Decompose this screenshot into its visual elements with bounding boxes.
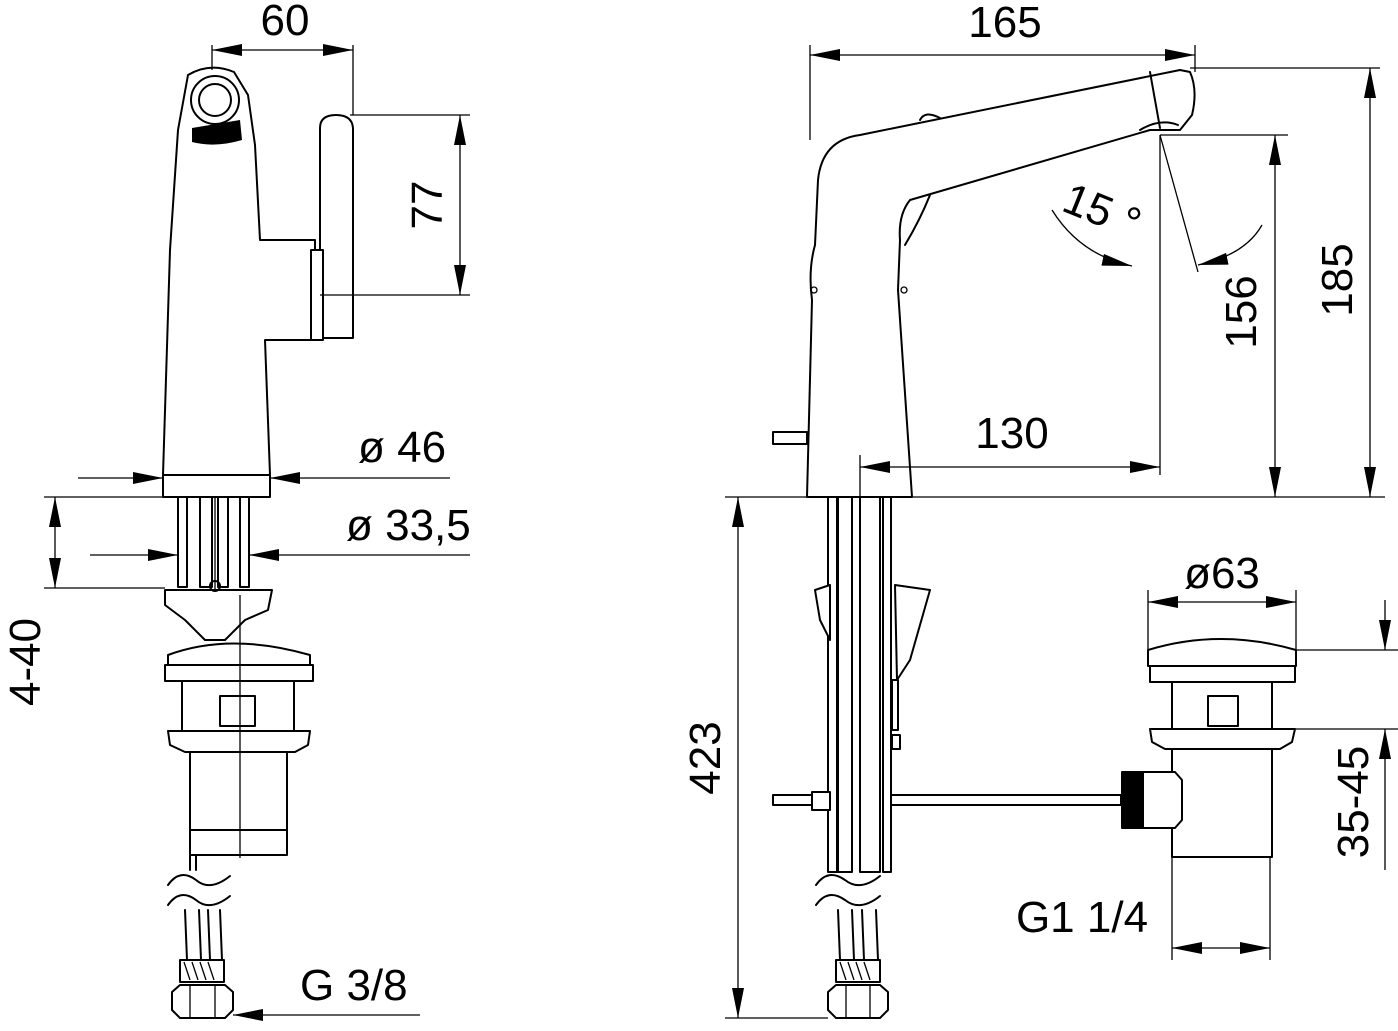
popup-rod-front xyxy=(772,431,808,445)
lever-side xyxy=(310,114,354,341)
dim-shank-diameter: ø 33,5 xyxy=(90,501,471,561)
dim-label-165: 165 xyxy=(968,0,1041,47)
dim-label-60: 60 xyxy=(261,0,310,45)
dim-label-46: ø 46 xyxy=(358,423,446,472)
dim-outlet-height: 156 xyxy=(1160,134,1288,497)
dim-spout-angle: 15 ° xyxy=(1051,134,1263,273)
dim-label-423: 423 xyxy=(681,721,730,794)
dim-label-130: 130 xyxy=(975,409,1048,458)
dim-label-35-45: 35-45 xyxy=(1329,746,1378,859)
dim-base-diameter: ø 46 xyxy=(78,423,450,484)
dim-waste-thread: G1 1/4 xyxy=(1016,857,1271,960)
dim-waste-range: 35-45 xyxy=(1295,600,1398,870)
waste-plug-side xyxy=(164,595,314,858)
dim-label-185: 185 xyxy=(1313,243,1362,316)
dim-label-15: 15 ° xyxy=(1056,174,1147,249)
dim-label-77: 77 xyxy=(403,181,452,230)
dim-deck-thickness: 4-40 xyxy=(1,496,165,706)
mounting-nut-side xyxy=(164,580,273,641)
hoses-side xyxy=(167,854,234,1019)
tap-body-side xyxy=(162,66,316,498)
tap-body-front xyxy=(806,69,1196,498)
dim-label-33-5: ø 33,5 xyxy=(346,501,471,550)
dim-total-height: 185 xyxy=(1190,67,1380,497)
dim-lever-height: 77 xyxy=(320,114,470,296)
waste-assembly-front xyxy=(1121,638,1297,858)
side-view: 60 77 ø 46 ø 33,5 4-40 xyxy=(1,0,471,1021)
hoses-front xyxy=(815,874,889,1019)
dim-waste-diameter: ø63 xyxy=(1147,549,1297,650)
dim-label-g38: G 3/8 xyxy=(300,961,408,1010)
dim-side-width: 60 xyxy=(211,0,354,115)
dim-label-4-40: 4-40 xyxy=(1,618,50,706)
popup-linkage-front xyxy=(772,791,1122,811)
dim-label-g1-14: G1 1/4 xyxy=(1016,893,1148,942)
pipes-front xyxy=(814,496,931,873)
dim-label-156: 156 xyxy=(1217,275,1266,348)
dim-label-63: ø63 xyxy=(1184,549,1260,598)
shank-pipes-side xyxy=(177,496,250,600)
dim-spout-reach: 130 xyxy=(859,135,1161,497)
dim-connection-left: G 3/8 xyxy=(233,961,420,1021)
dim-hose-length: 423 xyxy=(681,497,828,1019)
front-view: 165 15 ° 156 185 130 xyxy=(681,0,1398,1019)
